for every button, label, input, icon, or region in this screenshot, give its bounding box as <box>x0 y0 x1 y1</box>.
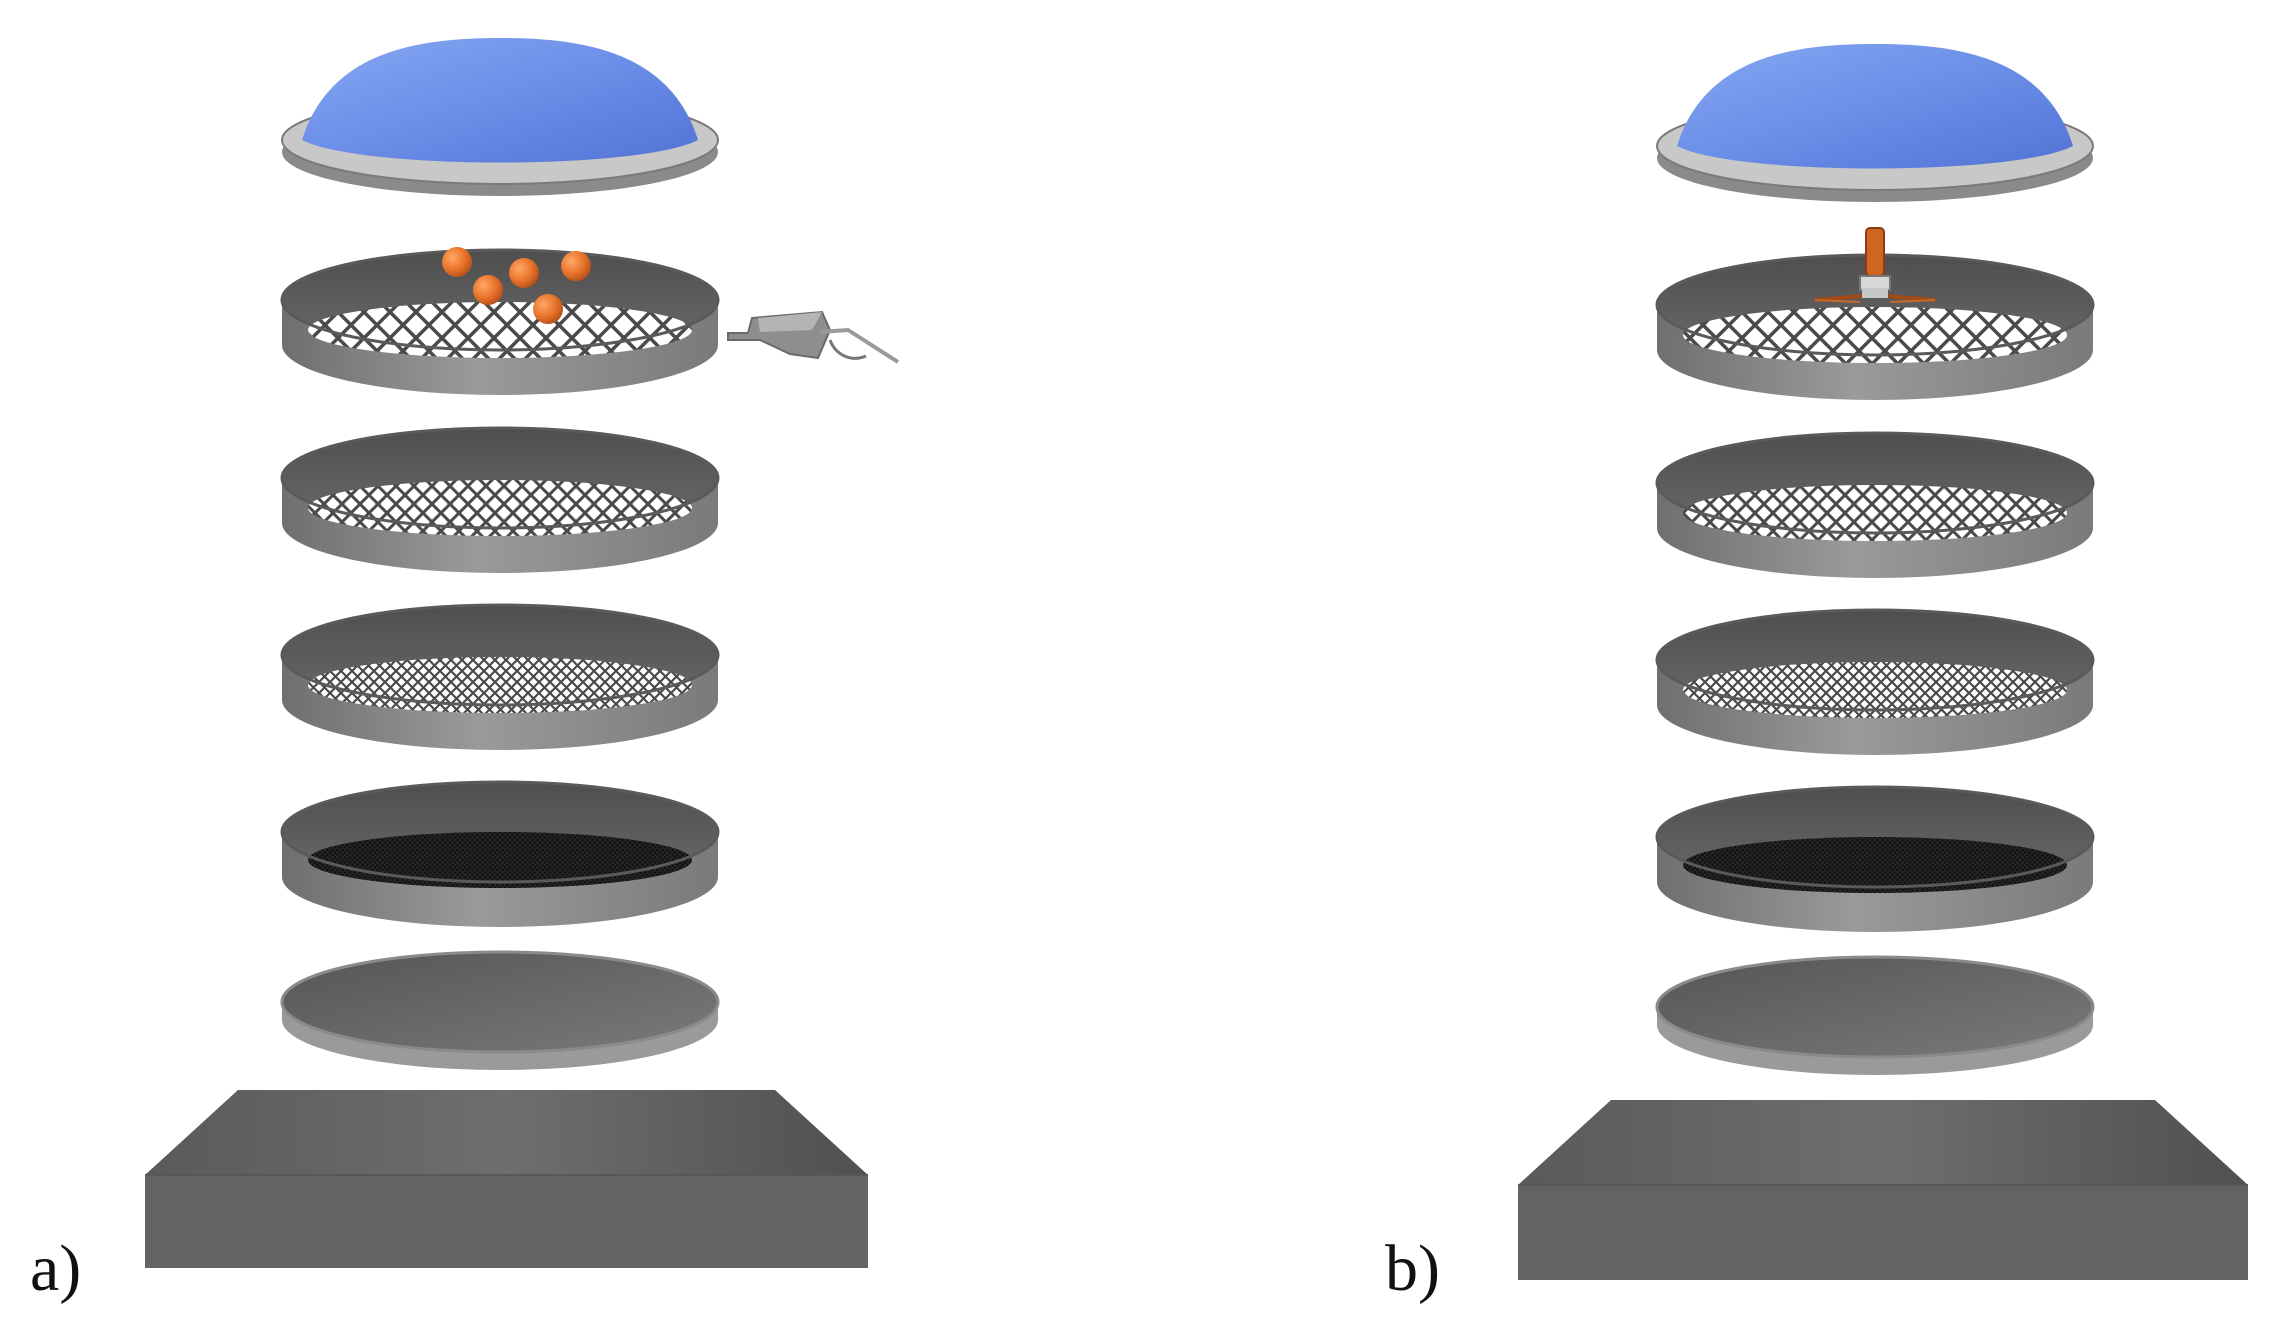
sieve-coarse <box>1655 253 2095 400</box>
sieve-fine <box>280 603 720 750</box>
sieve-coarse <box>280 248 720 395</box>
panel-a: a) <box>30 38 900 1305</box>
shaker-base <box>145 1090 868 1268</box>
lid <box>281 38 719 196</box>
panel-label-b: b) <box>1385 1232 1440 1305</box>
sieve-finest <box>1655 785 2095 932</box>
lid <box>1656 44 2094 202</box>
agitation-brush <box>1814 227 1936 303</box>
agitation-balls <box>442 247 591 324</box>
panel-b: b) <box>1385 44 2248 1305</box>
shaker-base <box>1518 1100 2248 1280</box>
sieve-medium <box>280 426 720 573</box>
pan <box>1655 955 2095 1075</box>
panel-label-a: a) <box>30 1232 81 1305</box>
sieve-finest <box>280 780 720 927</box>
tool <box>727 310 900 364</box>
sieve-fine <box>1655 608 2095 755</box>
pan <box>280 950 720 1070</box>
sieve-medium <box>1655 431 2095 578</box>
